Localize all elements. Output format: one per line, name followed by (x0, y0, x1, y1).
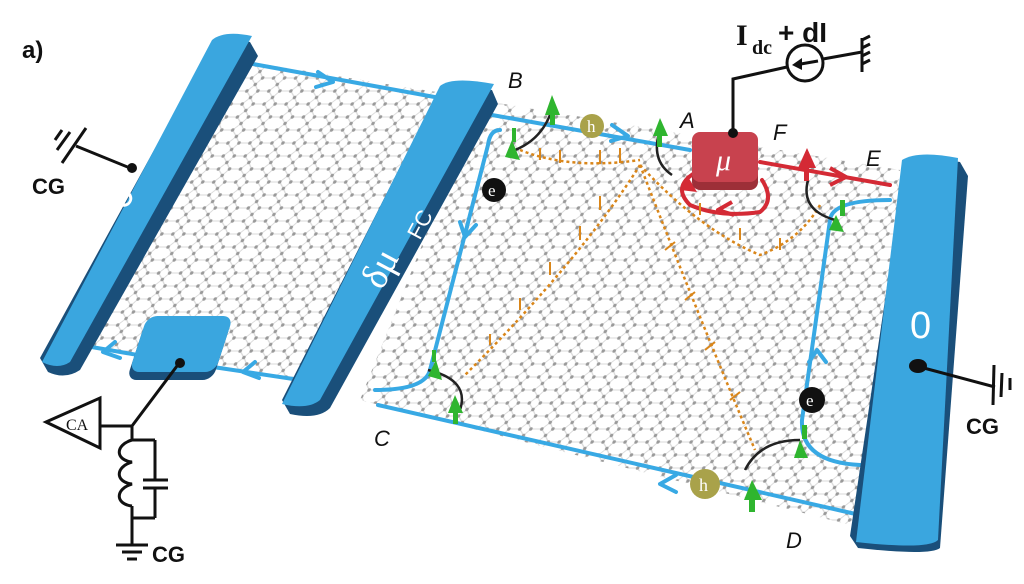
hole-top: h (580, 114, 604, 138)
right-contact-terminal (909, 359, 927, 373)
svg-text:h: h (699, 475, 708, 495)
magnon-spin-arrows (489, 148, 781, 401)
corner-label-C: C (374, 426, 390, 451)
red-channel-arrows (716, 166, 848, 217)
edge-channel-direction-arrows (101, 70, 828, 494)
electron-top: e (482, 178, 506, 202)
svg-text:e: e (488, 181, 496, 200)
current-source-arrow-icon (792, 58, 802, 70)
svg-text:e: e (806, 391, 814, 410)
right-contact-label: 0 (910, 305, 931, 347)
right-contact: 0 (850, 154, 968, 552)
corner-label-E: E (866, 146, 881, 171)
ground-left-label: CG (32, 174, 65, 199)
corner-label-D: D (786, 528, 802, 553)
hole-bottom: h (690, 469, 720, 499)
injector-contact: μ (692, 132, 758, 190)
corner-label-A: A (678, 108, 695, 133)
ground-right (919, 364, 1012, 406)
ground-right-label: CG (966, 414, 999, 439)
spin-markers-red (680, 148, 816, 192)
readout-circuit (100, 361, 182, 561)
svg-text:h: h (587, 117, 596, 136)
readout-contact (129, 316, 231, 380)
injector-label: μ (715, 144, 731, 177)
ground-left (53, 127, 131, 170)
left-contact-terminal (127, 163, 137, 173)
source-label: I (736, 19, 748, 52)
panel-label: a) (22, 37, 43, 64)
middle-contact: δμ FC (282, 80, 498, 416)
source-label-suffix: + dI (778, 17, 827, 48)
source-label-subscript: dc (752, 37, 772, 59)
circuit-ground-label: CG (152, 542, 185, 567)
spin-markers-green (428, 95, 845, 512)
corner-label-F: F (773, 120, 788, 145)
amplifier-label: CA (66, 417, 89, 434)
magnon-spin-waves (464, 148, 822, 451)
amplifier-symbol (42, 395, 102, 451)
corner-label-B: B (508, 68, 523, 93)
electron-right: e (799, 387, 825, 413)
